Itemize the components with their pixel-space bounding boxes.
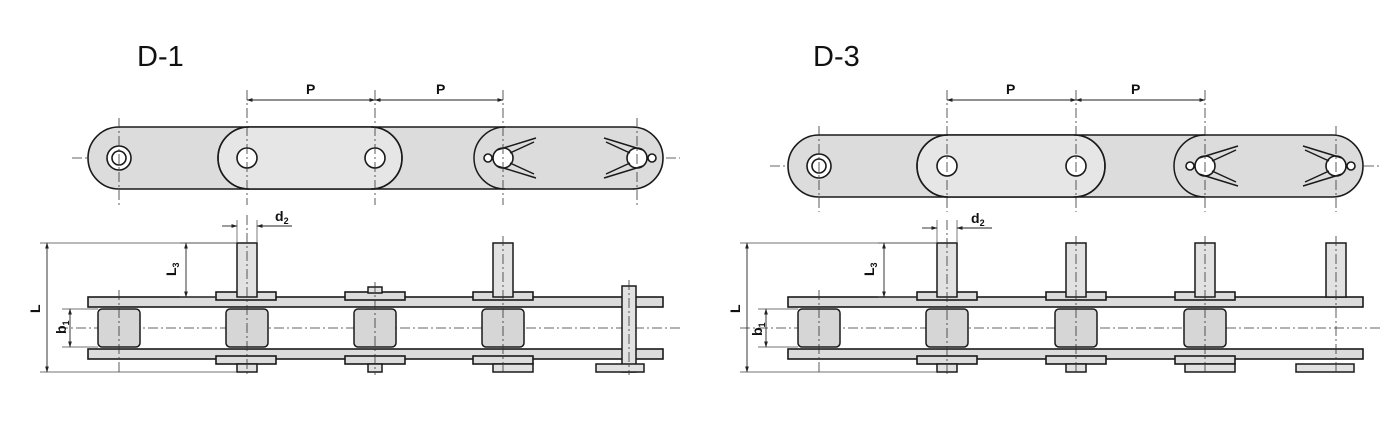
figure-d1: D-1 — [27, 41, 680, 375]
d2-label: d2 — [275, 208, 289, 226]
b1-label: b1 — [749, 322, 767, 336]
side-view: d2 L3 L b1 — [727, 210, 1382, 375]
extended-pin — [492, 242, 514, 298]
extended-pin — [1194, 242, 1216, 298]
pitch-label: P — [436, 81, 445, 97]
pitch-label: P — [1131, 81, 1140, 97]
pitch-label: P — [1006, 81, 1015, 97]
figure-d3: D-3 P P — [727, 41, 1382, 375]
pitch-label: P — [306, 81, 315, 97]
d2-label: d2 — [971, 210, 985, 228]
extended-pin — [1325, 242, 1347, 298]
b1-label: b1 — [53, 320, 71, 334]
figure-title: D-3 — [813, 41, 860, 73]
l3-label: L3 — [163, 262, 181, 276]
l-label: L — [727, 304, 743, 313]
figure-title: D-1 — [137, 41, 184, 73]
top-view: P P — [72, 81, 680, 205]
top-view: P P — [770, 81, 1380, 212]
l3-label: L3 — [861, 262, 879, 276]
l-label: L — [27, 304, 43, 313]
extended-pin — [1065, 242, 1087, 298]
side-view: d2 L3 L b1 — [27, 208, 680, 375]
